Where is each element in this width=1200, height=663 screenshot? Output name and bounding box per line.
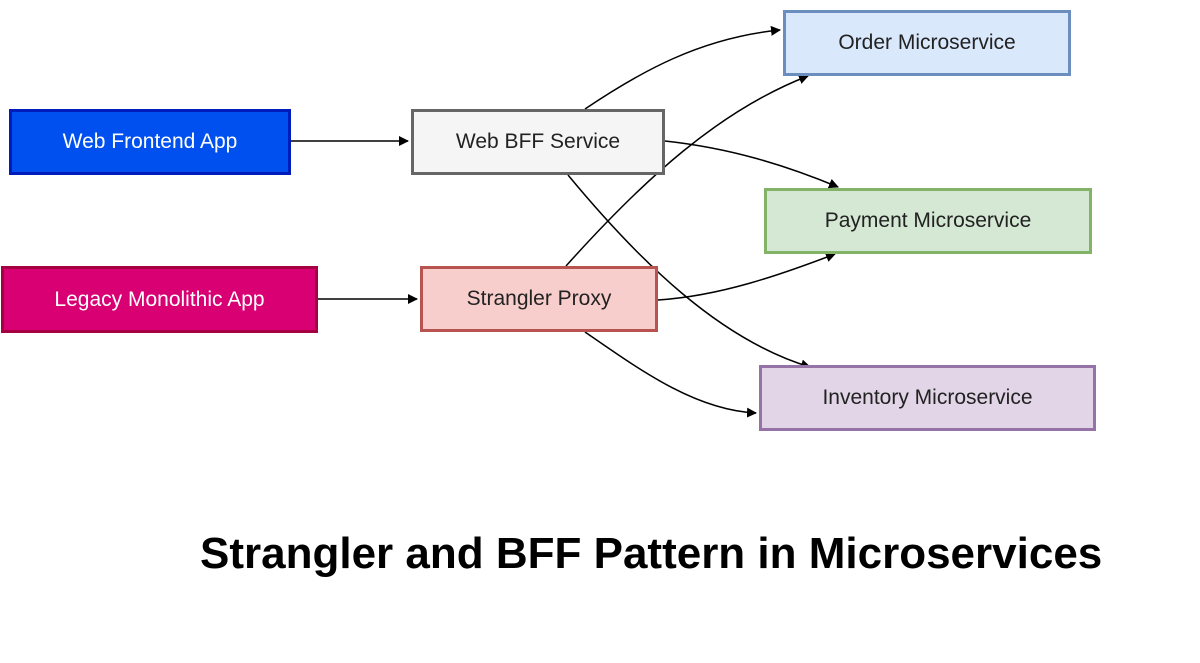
node-legacy-monolithic-app: Legacy Monolithic App	[1, 266, 318, 333]
edge-web-bff-to-payment	[664, 140, 839, 189]
node-order-microservice-label: Order Microservice	[838, 31, 1016, 54]
node-legacy-monolithic-app-label: Legacy Monolithic App	[54, 287, 265, 311]
node-strangler-proxy: Strangler Proxy	[420, 266, 658, 332]
diagram-title: Strangler and BFF Pattern in Microservic…	[200, 529, 1103, 578]
node-inventory-microservice: Inventory Microservice	[759, 365, 1096, 431]
edge-web-bff-to-inventory	[567, 174, 811, 370]
edge-web-bff-to-order	[584, 25, 781, 110]
node-order-microservice: Order Microservice	[783, 10, 1071, 76]
node-payment-microservice-label: Payment Microservice	[824, 209, 1032, 232]
node-web-frontend-app: Web Frontend App	[9, 109, 291, 175]
edge-strangler-to-payment	[657, 252, 836, 301]
node-payment-microservice: Payment Microservice	[764, 188, 1092, 254]
node-inventory-microservice-label: Inventory Microservice	[822, 386, 1033, 409]
node-web-bff-service: Web BFF Service	[411, 109, 665, 175]
node-web-bff-service-label: Web BFF Service	[455, 130, 621, 153]
node-strangler-proxy-label: Strangler Proxy	[466, 287, 612, 310]
node-web-frontend-app-label: Web Frontend App	[62, 130, 238, 153]
edge-strangler-to-inventory	[584, 331, 757, 418]
edge-strangler-to-order	[565, 74, 809, 267]
